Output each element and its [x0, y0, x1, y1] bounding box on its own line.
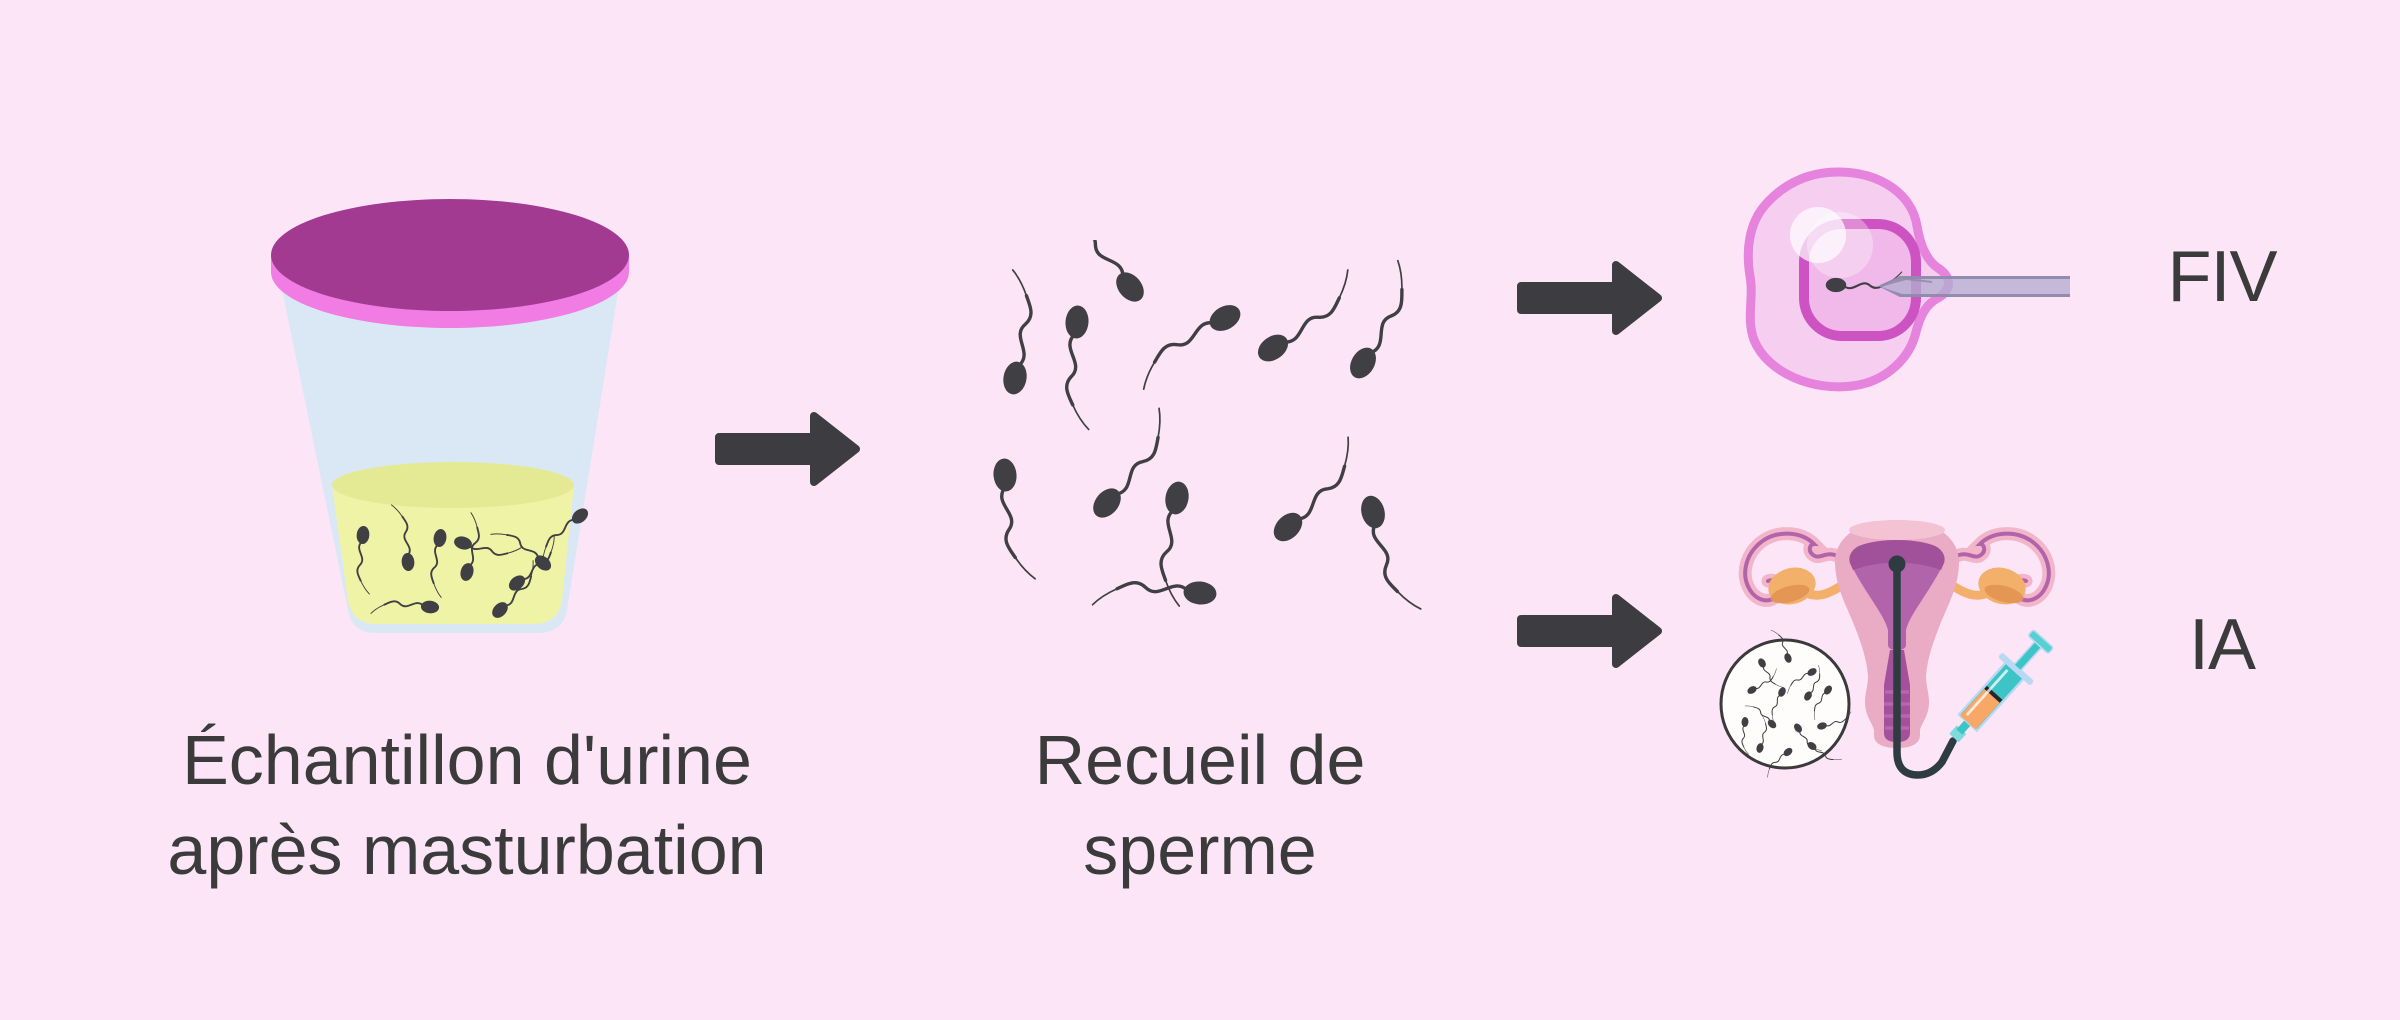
uterus-fundus-highlight — [1849, 520, 1945, 540]
step1-caption: Échantillon d'urine après masturbation — [167, 716, 766, 895]
uterine-cavity-top — [1849, 540, 1945, 570]
ia-label: IA — [2188, 605, 2256, 685]
urine-sample-cup-icon — [271, 199, 629, 633]
microscope-sperm-view-icon — [1719, 638, 1851, 770]
uterus-insemination-icon — [1719, 520, 2056, 779]
icsi-needle-icon — [1878, 276, 2070, 297]
fiv-label: FIV — [2167, 237, 2277, 317]
right-arrow-icon-2 — [1517, 261, 1662, 335]
sperm-scatter-illustration — [989, 240, 1428, 620]
arrow-shape — [1517, 261, 1662, 335]
cup-lid-top — [271, 199, 629, 311]
oocyte-icsi-needle-icon — [1743, 167, 2070, 392]
sperm-cell-icon — [1044, 240, 1152, 315]
step1-caption-line1: Échantillon d'urine — [182, 721, 752, 799]
sperm-cell-icon — [1334, 259, 1428, 385]
sperm-cell-icon — [1054, 302, 1102, 432]
arrow-shape — [715, 412, 860, 486]
arrow-shape — [1517, 594, 1662, 668]
sperm-cell-icon — [1090, 570, 1220, 618]
sperm-cell-icon — [1245, 268, 1369, 369]
catheter-icon — [1888, 555, 1957, 779]
syringe-sample — [1960, 688, 2001, 730]
syringe-icon — [1949, 629, 2054, 743]
sperm-cell-icon — [1259, 435, 1373, 549]
step2-caption-line2: sperme — [1083, 810, 1317, 889]
step1-caption-line2: après masturbation — [167, 810, 767, 889]
sperm-cell-icon — [989, 268, 1047, 398]
syringe-plunger-cap — [2028, 629, 2054, 654]
fallopian-tube-left — [1745, 534, 1844, 610]
sperm-cell-icon — [1355, 488, 1423, 620]
syringe-plunger-rod — [2012, 639, 2043, 672]
oocyte-highlight-2 — [1807, 212, 1873, 278]
syringe-flange — [1998, 653, 2034, 685]
step2-caption-line1: Recueil de — [1034, 721, 1366, 799]
step2-caption: Recueil de sperme — [1035, 716, 1366, 895]
syringe-connector — [1949, 725, 1967, 743]
sperm-cell-icon — [990, 455, 1037, 584]
fallopian-tube-icon — [1945, 527, 2056, 607]
oocyte-highlight — [1790, 207, 1846, 263]
urine-surface — [332, 462, 574, 508]
sperm-cell-icon — [1125, 298, 1252, 391]
right-arrow-icon-3 — [1517, 594, 1662, 668]
right-arrow-icon-1 — [715, 412, 860, 486]
collected-sperm-group — [989, 240, 1428, 620]
